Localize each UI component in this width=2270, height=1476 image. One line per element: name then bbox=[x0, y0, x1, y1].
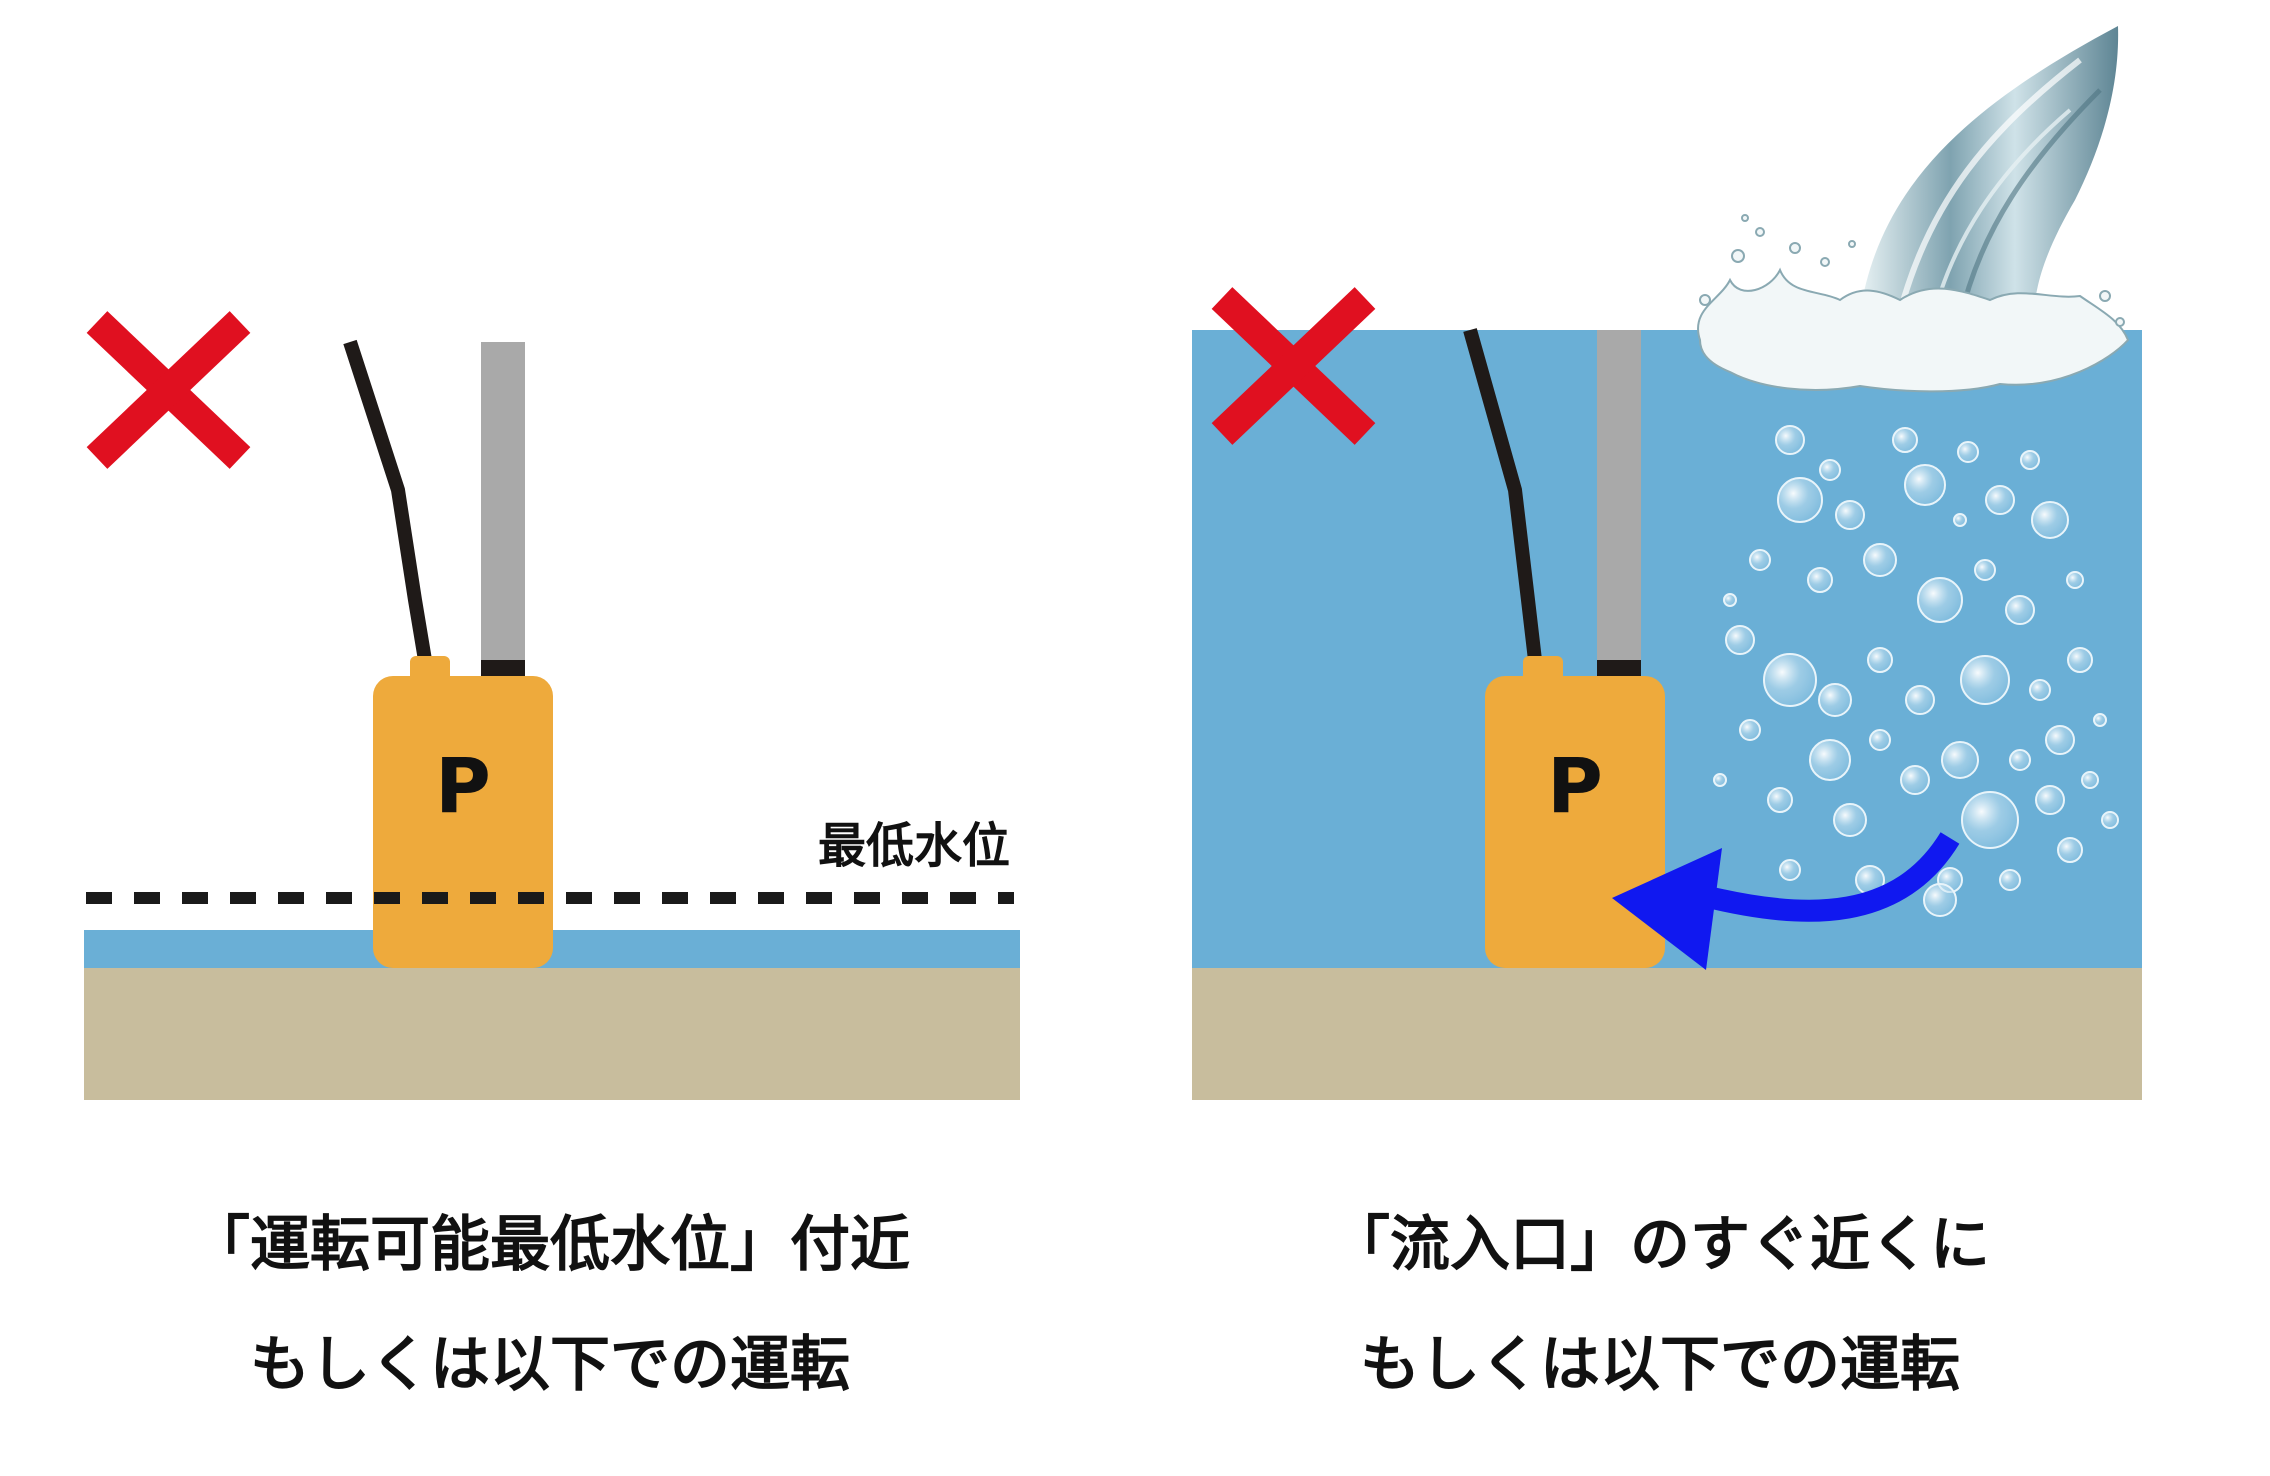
caption-right: 「流入口」のすぐ近くに もしくは以下での運転 bbox=[1170, 1185, 2150, 1425]
caption-left-line2: もしくは以下での運転 bbox=[250, 1330, 850, 1400]
inflow-waterfall bbox=[1860, 26, 2119, 340]
caption-right-line1: 「流入口」のすぐ近くに bbox=[1330, 1210, 1990, 1280]
air-bubbles bbox=[1713, 425, 2119, 917]
pump-body-left bbox=[373, 656, 553, 968]
power-cable-left bbox=[343, 339, 432, 662]
pipe-joint-right bbox=[1597, 660, 1641, 678]
discharge-pipe-left bbox=[481, 342, 525, 660]
prohibited-cross-icon-left bbox=[86, 311, 251, 469]
caption-left-line1: 「運転可能最低水位」付近 bbox=[190, 1210, 910, 1280]
pipe-joint-left bbox=[481, 660, 525, 678]
caption-right-line2: もしくは以下での運転 bbox=[1360, 1330, 1960, 1400]
power-cable-right bbox=[1463, 328, 1542, 661]
right-panel: P bbox=[1192, 26, 2142, 1100]
prohibited-cross-icon-right bbox=[1211, 287, 1376, 445]
caption-left: 「運転可能最低水位」付近 もしくは以下での運転 bbox=[60, 1185, 1040, 1425]
water-splash bbox=[1697, 214, 2130, 393]
ground-right bbox=[1192, 968, 2142, 1100]
minimum-level-label: 最低水位 bbox=[818, 818, 1010, 874]
discharge-pipe-right bbox=[1597, 330, 1641, 660]
pump-label-right: P bbox=[1547, 741, 1603, 830]
ground-left bbox=[84, 968, 1020, 1100]
left-panel: P 最低水位 bbox=[84, 311, 1020, 1100]
bubble-intake-arrow bbox=[1612, 832, 1960, 970]
pump-label-left: P bbox=[435, 741, 491, 830]
deep-water-right bbox=[1192, 330, 2142, 968]
